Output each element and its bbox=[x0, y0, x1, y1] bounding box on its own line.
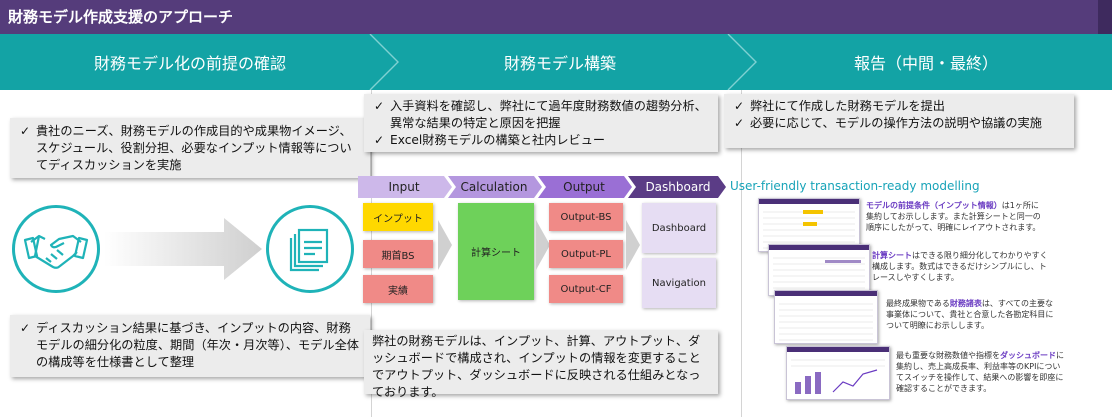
stage-input: Input bbox=[388, 180, 420, 194]
caption-text: に bbox=[1056, 351, 1064, 360]
caption-text: ついて明瞭にお示しします。 bbox=[886, 321, 989, 330]
output-box: Output-BS bbox=[549, 203, 623, 231]
input-box: インプット bbox=[363, 203, 433, 231]
flow-arrow bbox=[536, 220, 550, 270]
note-item: 貴社のニーズ、財務モデルの作成目的や成果物イメージ、スケジュール、役割分担、必要… bbox=[18, 123, 362, 174]
page-title: 財務モデル作成支援のアプローチ bbox=[0, 0, 1112, 34]
dashboard-box: Dashboard bbox=[642, 203, 716, 253]
column-divider bbox=[741, 90, 742, 417]
phase-2-label: 財務モデル構築 bbox=[503, 54, 616, 73]
model-description: 弊社の財務モデルは、インプット、計算、アウトプット、ダッシュボードで構成され、イ… bbox=[372, 334, 701, 399]
model-description-note: 弊社の財務モデルは、インプット、計算、アウトプット、ダッシュボードで構成され、イ… bbox=[364, 330, 718, 399]
output-box: Output-PL bbox=[549, 240, 623, 268]
caption-dashboard: 最も重要な財務数値や指標をダッシュボードに 集約し、売上高成長率、利益率等のKP… bbox=[896, 350, 1096, 394]
caption-highlight: ダッシュボード bbox=[1000, 351, 1056, 360]
caption-text: 最も重要な財務数値や指標を bbox=[896, 351, 1000, 360]
handshake-icon-circle bbox=[12, 205, 100, 293]
caption-text: 確認することができます。 bbox=[896, 384, 992, 393]
document-icon bbox=[289, 228, 329, 272]
phase3-top-note: 弊社にて作成した財務モデルを提出 必要に応じて、モデルの操作方法の説明や協議の実… bbox=[724, 94, 1074, 148]
caption-text: 構成します。数式はできるだけシンプルにし、ト bbox=[872, 262, 1047, 271]
caption-inputs: モデルの前提条件（インプット情報）は1ヶ所に 集約してお示しします。また計算シー… bbox=[866, 200, 1066, 233]
stage-dashboard: Dashboard bbox=[645, 180, 711, 194]
caption-highlight: 計算シート bbox=[872, 251, 912, 260]
flow-arrow bbox=[626, 220, 640, 270]
phase2-top-note: 入手資料を確認し、弊社にて過年度財務数値の趨勢分析、異常な結果の特定と原因を把握… bbox=[364, 94, 718, 152]
model-screenshot bbox=[774, 290, 878, 344]
phase-chevron bbox=[727, 34, 757, 90]
caption-text: 順序にしたがって、明確にレイアウトされます。 bbox=[866, 223, 1041, 232]
phase-1-label: 財務モデル化の前提の確認 bbox=[93, 54, 286, 73]
output-box: Output-CF bbox=[549, 275, 623, 303]
title-corner bbox=[1098, 0, 1112, 34]
note-item: 必要に応じて、モデルの操作方法の説明や協議の実施 bbox=[732, 115, 1066, 132]
document-icon-circle bbox=[266, 205, 354, 293]
caption-text: は、すべての主要な bbox=[981, 299, 1054, 308]
phase-chevron bbox=[369, 34, 399, 90]
caption-text: レースしやすくします。 bbox=[872, 273, 959, 282]
caption-text: 集約し、売上高成長率、利益率等のKPIについ bbox=[896, 362, 1061, 371]
calc-sheet-box: 計算シート bbox=[458, 203, 534, 300]
phase1-top-note: 貴社のニーズ、財務モデルの作成目的や成果物イメージ、スケジュール、役割分担、必要… bbox=[10, 118, 370, 178]
stage-output: Output bbox=[563, 180, 605, 194]
caption-text: 事業体について、貴社と合意した各勘定科目に bbox=[886, 310, 1054, 319]
phase-3-label: 報告（中間・最終） bbox=[853, 54, 998, 73]
phase1-bottom-note: ディスカッション結果に基づき、インプットの内容、財務モデルの細分化の粒度、期間（… bbox=[10, 315, 370, 377]
caption-highlight: モデルの前提条件（インプット情報） bbox=[866, 201, 1002, 210]
input-box: 実績 bbox=[363, 275, 433, 303]
caption-text: 最終成果物である bbox=[886, 299, 950, 308]
caption-text: はできる限り細分化してわかりやすく bbox=[912, 251, 1048, 260]
model-screenshot bbox=[758, 198, 860, 252]
caption-highlight: 財務諸表 bbox=[949, 299, 982, 308]
handshake-icon bbox=[23, 234, 89, 269]
model-screenshot bbox=[786, 346, 890, 400]
model-screenshot bbox=[768, 244, 870, 296]
note-item: 入手資料を確認し、弊社にて過年度財務数値の趨勢分析、異常な結果の特定と原因を把握 bbox=[372, 98, 710, 132]
note-item: Excel財務モデルの構築と社内レビュー bbox=[372, 132, 710, 149]
note-item: ディスカッション結果に基づき、インプットの内容、財務モデルの細分化の粒度、期間（… bbox=[18, 320, 362, 371]
note-item: 弊社にて作成した財務モデルを提出 bbox=[732, 98, 1066, 115]
input-box: 期首BS bbox=[363, 240, 433, 268]
caption-text: 集約してお示しします。また計算シートと同一の bbox=[866, 212, 1041, 221]
stage-calculation: Calculation bbox=[460, 180, 528, 194]
tagline: User-friendly transaction-ready modellin… bbox=[730, 179, 980, 193]
caption-text: は1ヶ所に bbox=[1001, 201, 1039, 210]
navigation-box: Navigation bbox=[642, 258, 716, 308]
stage-arrows bbox=[358, 176, 726, 198]
phase-band bbox=[0, 34, 1112, 90]
caption-text: てスイッチを操作して、結果への影響を即座に bbox=[896, 373, 1064, 382]
process-arrow bbox=[104, 218, 262, 280]
flow-arrow bbox=[438, 220, 452, 270]
caption-calc: 計算シートはできる限り細分化してわかりやすく 構成します。数式はできるだけシンプ… bbox=[872, 250, 1072, 283]
caption-statements: 最終成果物である財務諸表は、すべての主要な 事業体について、貴社と合意した各勘定… bbox=[886, 298, 1086, 331]
